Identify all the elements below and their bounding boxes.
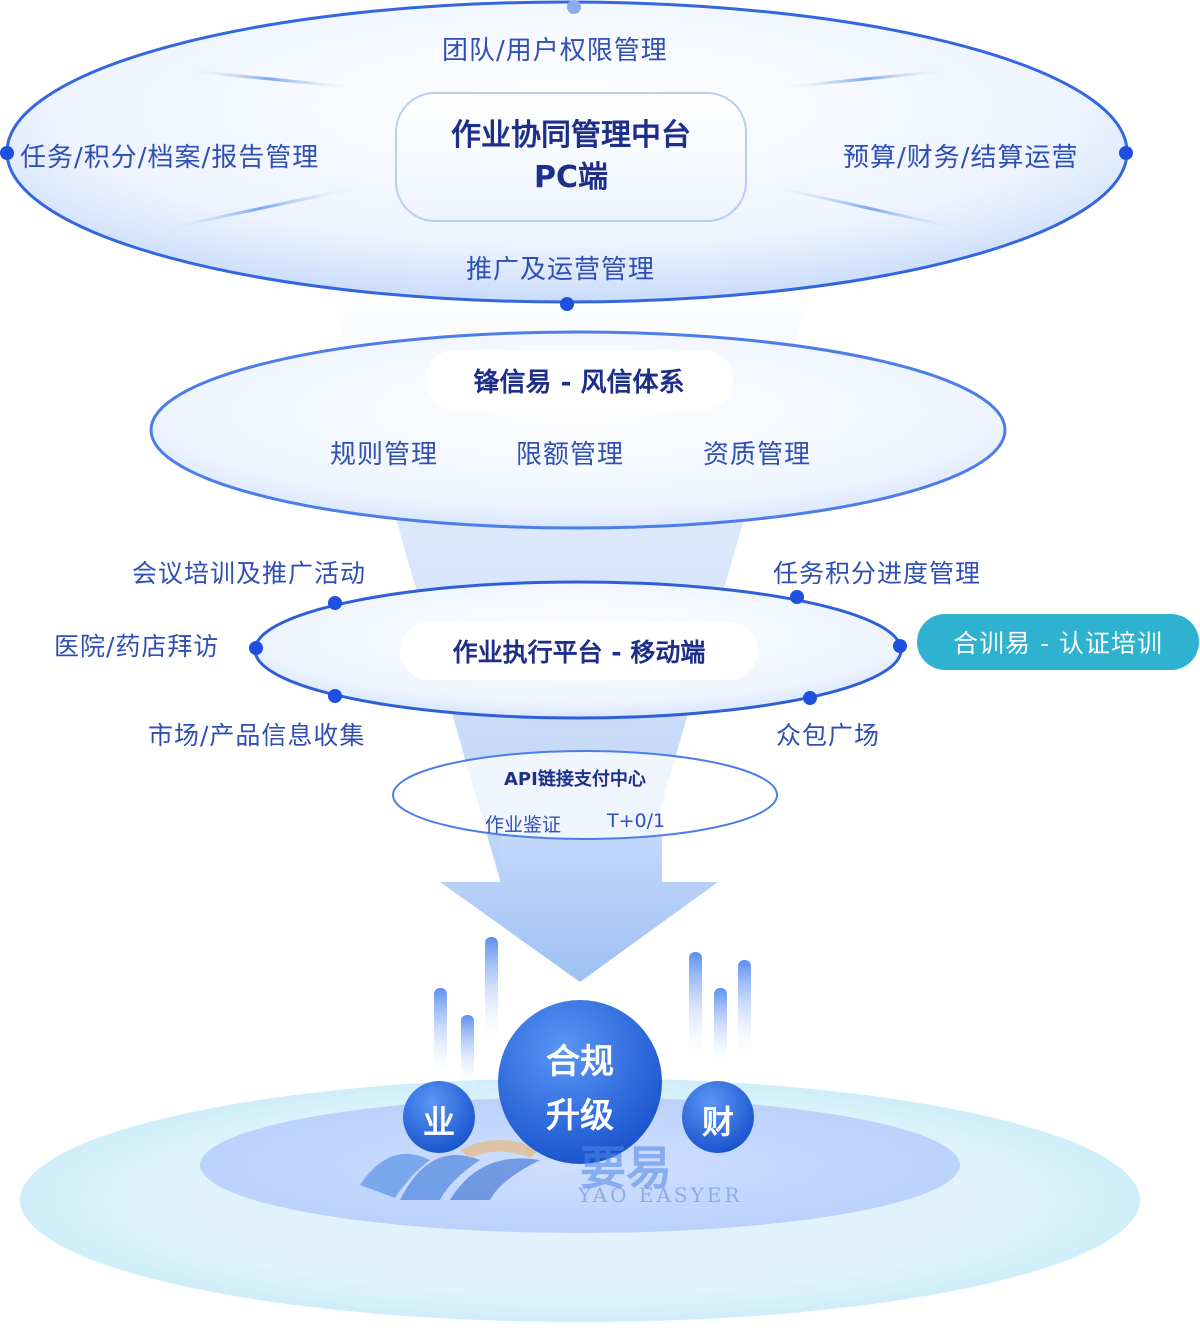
top-ray-lower-left bbox=[149, 183, 371, 234]
logo-subtitle: YAO EASYER bbox=[578, 1183, 743, 1207]
ball-left-label: 业 bbox=[422, 1103, 455, 1141]
top-ray-upper-left bbox=[179, 68, 361, 90]
bar-1 bbox=[434, 988, 447, 1080]
logo-wordmark: 要易 bbox=[580, 1141, 672, 1195]
ball-center bbox=[498, 1000, 662, 1164]
label-budget-finance: 预算/财务/结算运营 bbox=[843, 143, 1079, 173]
top-ray-upper-right bbox=[774, 68, 956, 90]
label-crowdsourcing-plaza: 众包广场 bbox=[776, 721, 881, 750]
bar-4 bbox=[689, 952, 702, 1062]
ball-center-line1: 合规 bbox=[546, 1042, 614, 1082]
label-market-info-collection: 市场/产品信息收集 bbox=[148, 721, 366, 750]
mobile-platform-title: 作业执行平台 - 移动端 bbox=[400, 622, 758, 680]
bar-6 bbox=[738, 960, 751, 1060]
pc-platform-title-line2: PC端 bbox=[533, 160, 608, 195]
top-dot-left bbox=[0, 146, 14, 160]
top-dot-bottom bbox=[560, 297, 574, 311]
payment-item-settlement: T+0/1 bbox=[607, 810, 666, 832]
ball-right bbox=[682, 1081, 754, 1153]
label-promotion-operations: 推广及运营管理 bbox=[466, 255, 656, 285]
risk-item-rules: 规则管理 bbox=[330, 440, 439, 470]
mobile-dot-lower-left bbox=[328, 689, 342, 703]
ball-left bbox=[403, 1081, 475, 1153]
bar-5 bbox=[714, 988, 727, 1070]
top-dot-top bbox=[567, 0, 581, 14]
pc-platform-title-line1: 作业协同管理中台 bbox=[451, 118, 691, 153]
pc-platform-title: 作业协同管理中台 PC端 bbox=[395, 92, 747, 222]
label-team-permissions: 团队/用户权限管理 bbox=[442, 36, 668, 66]
label-hospital-pharmacy-visits: 医院/药店拜访 bbox=[54, 632, 220, 661]
risk-system-title: 锋信易 - 风信体系 bbox=[425, 350, 733, 410]
yaoeasyer-logo-mark bbox=[360, 1140, 540, 1200]
risk-item-limits: 限额管理 bbox=[516, 440, 625, 470]
payment-layer-disc bbox=[392, 750, 778, 840]
label-meetings-training: 会议培训及推广活动 bbox=[132, 559, 367, 588]
top-ray-lower-right bbox=[764, 183, 976, 234]
base-inner-disc bbox=[200, 1097, 960, 1233]
payment-center-title: API链接支付中心 bbox=[504, 769, 646, 790]
mobile-dot-upper-left bbox=[328, 596, 342, 610]
down-arrow bbox=[440, 820, 718, 982]
risk-layer-disc bbox=[149, 330, 1007, 530]
label-task-management: 任务/积分/档案/报告管理 bbox=[20, 143, 320, 173]
bar-3 bbox=[485, 937, 498, 1047]
ball-right-label: 财 bbox=[701, 1103, 734, 1141]
payment-item-verification: 作业鉴证 bbox=[485, 814, 562, 836]
mobile-dot-upper-right bbox=[790, 590, 804, 604]
label-task-points-progress: 任务积分进度管理 bbox=[773, 559, 982, 588]
risk-item-qualifications: 资质管理 bbox=[703, 440, 812, 470]
top-dot-right bbox=[1119, 146, 1133, 160]
ball-center-line2: 升级 bbox=[546, 1096, 614, 1136]
bar-2 bbox=[461, 1015, 474, 1090]
mobile-dot-lower-right bbox=[803, 691, 817, 705]
mobile-dot-mid-right bbox=[893, 639, 907, 653]
certification-training-button[interactable]: 合训易 - 认证培训 bbox=[917, 614, 1199, 670]
mobile-dot-mid-left bbox=[249, 641, 263, 655]
